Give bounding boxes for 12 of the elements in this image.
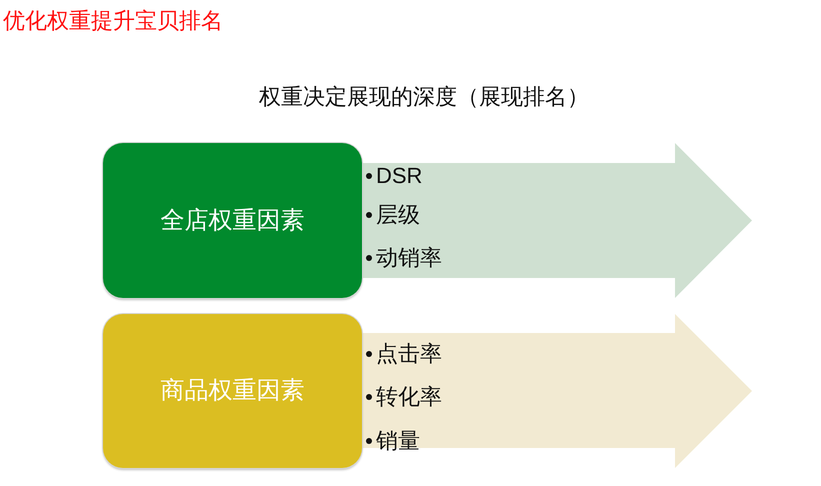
list-item-text: 转化率 [376, 384, 442, 410]
list-item-text: 销量 [376, 428, 420, 454]
factor-box: 商品权重因素 [103, 314, 362, 468]
heading-text: 权重决定展现的深度（展现排名） [259, 84, 589, 110]
arrow-band [362, 143, 752, 298]
list-item-text: 层级 [376, 202, 420, 228]
factor-box: 全店权重因素 [103, 143, 362, 298]
slide-title: 优化权重提升宝贝排名 [3, 9, 223, 33]
list-item-text: 点击率 [376, 341, 442, 367]
list-item-text: 动销率 [376, 245, 442, 271]
list-item-text: DSR [376, 163, 422, 189]
arrow-band [362, 314, 752, 468]
